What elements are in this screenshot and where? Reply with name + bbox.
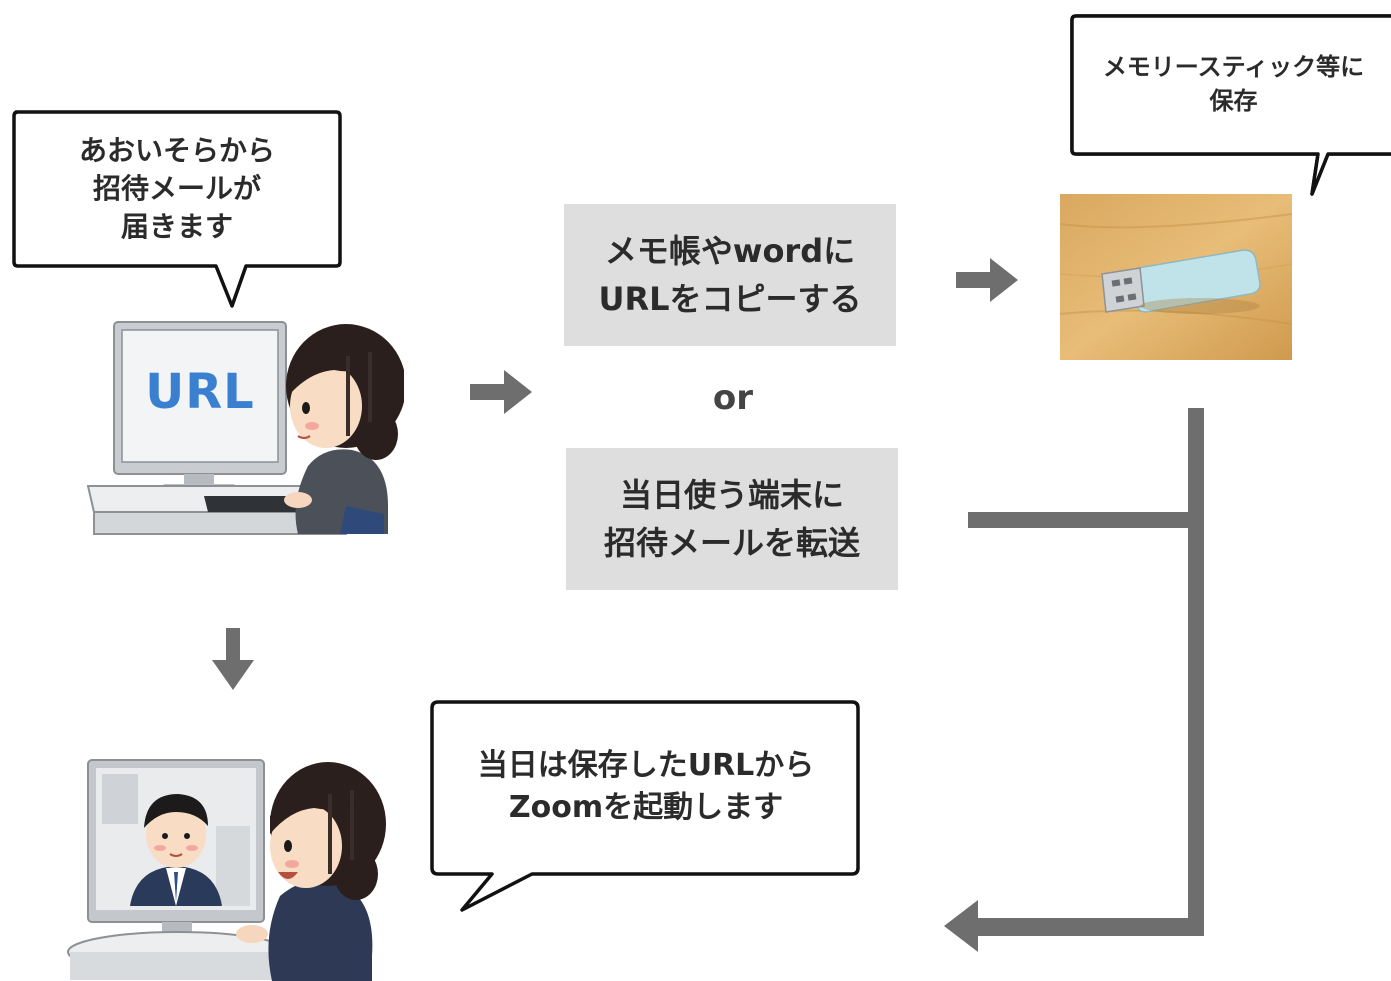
invite-bubble — [12, 110, 342, 308]
video-call-illustration — [67, 759, 386, 981]
usb-stick-photo — [1060, 194, 1292, 360]
invite-line-2: 招待メールが — [92, 172, 261, 205]
notepad-copy-box: メモ帳やwordに URLをコピーする — [564, 204, 896, 346]
invite-line-1: あおいそらから — [78, 134, 275, 167]
invite-line-3: 届きます — [120, 210, 233, 243]
woman-at-computer-illustration — [86, 321, 404, 535]
memory-line-2: 保存 — [1209, 87, 1258, 115]
zoom-bubble — [430, 700, 860, 912]
forward-mail-box: 当日使う端末に 招待メールを転送 — [566, 448, 898, 590]
arrow-right-icon — [956, 258, 1018, 302]
or-label: or — [712, 378, 754, 418]
zoom-line-2: Zoomを起動します — [508, 790, 784, 825]
notepad-line-2: URLをコピーする — [598, 280, 862, 318]
connector-line — [968, 408, 1204, 936]
notepad-line-1: メモ帳やwordに — [604, 232, 856, 270]
memory-line-1: メモリースティック等に — [1102, 53, 1365, 81]
memory-bubble-text: メモリースティック等に 保存 — [1076, 20, 1391, 148]
zoom-bubble-text: 当日は保存したURLから Zoomを起動します — [432, 704, 860, 870]
memory-bubble — [1070, 14, 1391, 196]
zoom-line-1: 当日は保存したURLから — [477, 748, 815, 783]
arrow-left-icon — [944, 900, 1004, 952]
invite-bubble-text: あおいそらから 招待メールが 届きます — [14, 114, 340, 264]
forward-line-2: 招待メールを転送 — [603, 524, 860, 562]
forward-line-1: 当日使う端末に — [619, 476, 844, 514]
monitor-url-text: URL — [145, 364, 255, 420]
arrow-right-icon — [470, 370, 532, 414]
arrow-down-icon — [212, 628, 254, 690]
